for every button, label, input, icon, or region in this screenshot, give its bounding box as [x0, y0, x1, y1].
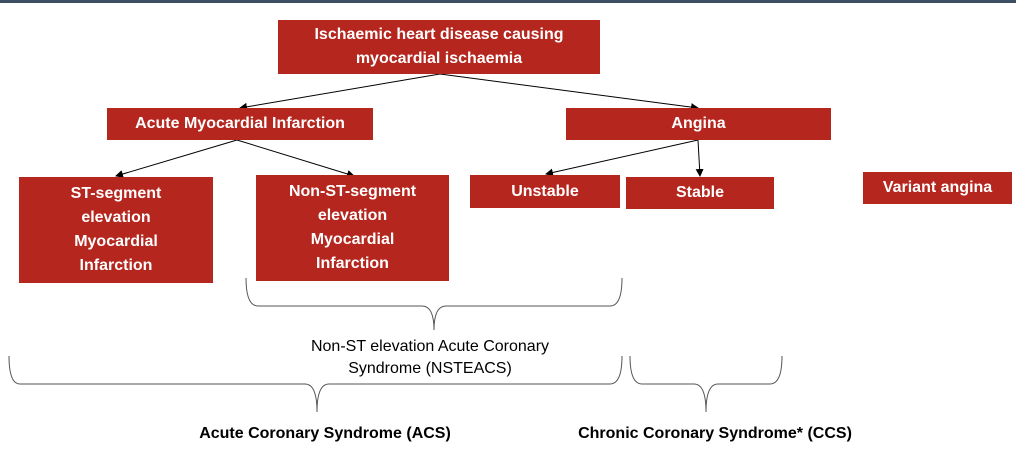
node-unstable-label: Unstable — [511, 182, 579, 200]
arrow-angina-to-unstable — [545, 139, 699, 177]
label-nsteacs: Non-ST elevation Acute Coronary Syndrome… — [310, 338, 550, 377]
node-ischaemic-heart-disease-label: Ischaemic heart disease causing myocardi… — [314, 26, 564, 67]
label-ccs: Chronic Coronary Syndrome* (CCS) — [578, 425, 852, 442]
arrow-ami-to-nstemi — [236, 139, 355, 178]
node-variant-angina-label: Variant angina — [882, 179, 993, 196]
node-stable-label: Stable — [675, 184, 724, 201]
node-ischaemic-heart-disease: Ischaemic heart disease causing myocardi… — [278, 20, 600, 74]
arrow-angina-to-stable — [695, 139, 704, 177]
node-acute-myocardial-infarction-label: Acute Myocardial Infarction — [135, 115, 345, 132]
arrow-root-to-ami — [239, 73, 441, 111]
label-acs: Acute Coronary Syndrome (ACS) — [199, 425, 451, 442]
node-unstable: Unstable — [470, 175, 620, 208]
top-rule — [0, 0, 1016, 3]
node-stemi: ST-segment elevation Myocardial Infarcti… — [19, 177, 213, 283]
node-angina-label: Angina — [671, 115, 726, 132]
node-stable: Stable — [626, 177, 774, 209]
node-stemi-label: ST-segment elevation Myocardial Infarcti… — [70, 185, 162, 274]
node-acute-myocardial-infarction: Acute Myocardial Infarction — [107, 108, 373, 140]
arrow-root-to-angina — [439, 73, 699, 112]
node-nstemi-label: Non-ST-segment elevation Myocardial Infa… — [288, 183, 417, 272]
brace-nsteacs — [245, 277, 623, 331]
node-variant-angina: Variant angina — [863, 172, 1012, 204]
brace-ccs — [629, 355, 783, 413]
arrow-ami-to-stemi — [115, 139, 238, 178]
node-nstemi: Non-ST-segment elevation Myocardial Infa… — [256, 175, 449, 281]
brace-acs — [8, 355, 623, 413]
node-angina: Angina — [566, 108, 831, 140]
